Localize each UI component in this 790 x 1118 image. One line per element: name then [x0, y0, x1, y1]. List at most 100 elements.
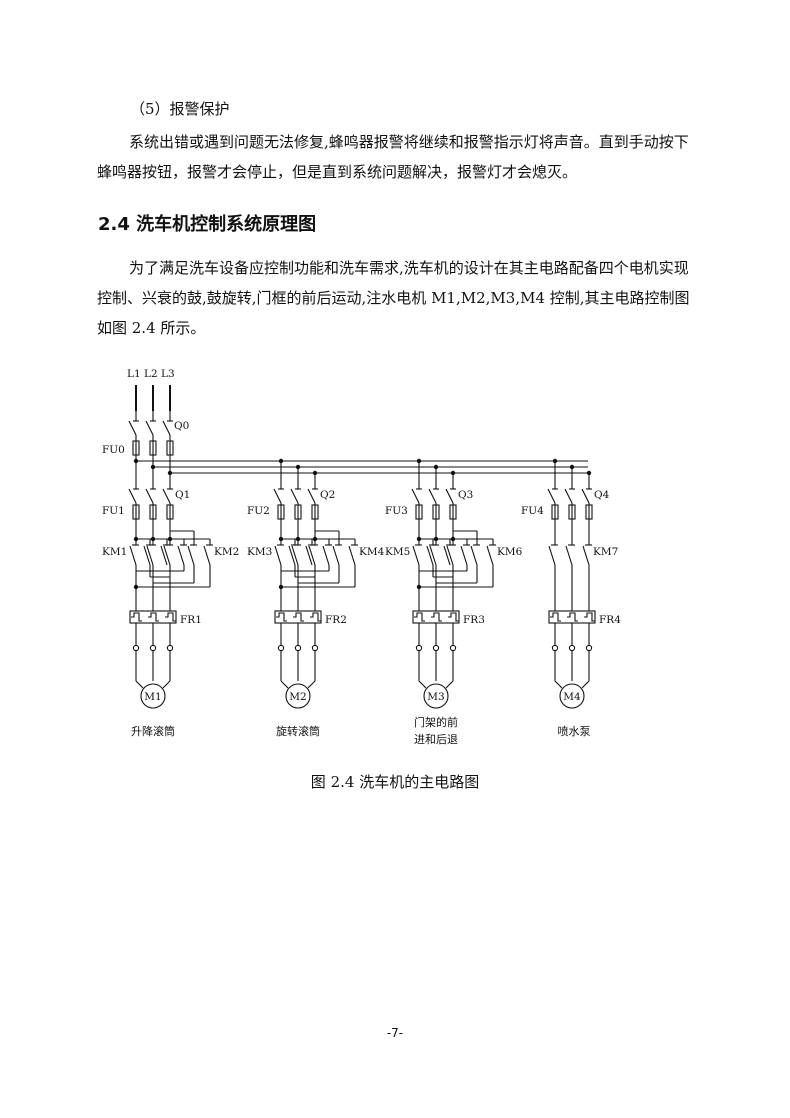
thermal-element: [550, 612, 561, 622]
relay-label-FR1: FR1: [180, 614, 202, 626]
switch-blade: [273, 488, 282, 504]
thermal-element: [431, 612, 442, 622]
switch-blade: [145, 488, 154, 504]
motor-description: 门架的前: [414, 715, 458, 729]
junction-dot: [167, 470, 173, 476]
contactor-label-KM6: KM6: [497, 546, 523, 558]
phase-label-L2: L2: [144, 368, 158, 380]
fuse-label-FU3: FU3: [385, 505, 408, 517]
switch-blade: [290, 488, 299, 504]
contactor-label-KM4: KM4: [359, 546, 385, 558]
fuse-label-FU1: FU1: [102, 505, 125, 517]
thermal-element: [148, 612, 159, 622]
fuse-label-FU4: FU4: [521, 505, 544, 517]
contactor-label-KM5: KM5: [385, 546, 410, 558]
contact-blade: [565, 545, 573, 566]
switch-label-Q2: Q2: [320, 489, 335, 501]
contact-blade: [460, 545, 468, 566]
motor-label-M3: M3: [427, 691, 444, 703]
thermal-element: [310, 612, 321, 622]
junction-dot: [295, 464, 301, 470]
fuse-label-FU2: FU2: [247, 505, 270, 517]
switch-blade: [128, 420, 137, 436]
motor-description: 升降滚筒: [131, 724, 175, 738]
junction-dot: [586, 470, 592, 476]
junction-dot: [150, 464, 156, 470]
thermal-element: [131, 612, 142, 622]
contact-blade: [548, 545, 556, 566]
thermal-element: [276, 612, 287, 622]
terminal: [449, 644, 457, 652]
terminal: [149, 644, 157, 652]
relay-label-FR3: FR3: [463, 614, 485, 626]
contact-blade: [332, 545, 340, 566]
contactor-label-KM1: KM1: [102, 546, 127, 558]
switch-blade: [411, 488, 420, 504]
thermal-element: [567, 612, 578, 622]
motor-description: 进和后退: [414, 733, 458, 746]
phase-label-L1: L1: [127, 368, 141, 380]
paragraph-alarm: 系统出错或遇到问题无法修复,蜂鸣器报警将继续和报警指示灯将声音。直到手动按下蜂鸣…: [97, 133, 689, 181]
terminal: [311, 644, 319, 652]
terminal: [277, 644, 285, 652]
motor-lead: [307, 680, 316, 689]
contact-blade: [163, 545, 171, 566]
switch-blade: [445, 488, 454, 504]
contact-blade: [582, 545, 590, 566]
terminal: [132, 644, 140, 652]
motor-lead: [554, 680, 563, 689]
junction-dot: [278, 458, 284, 464]
terminal: [166, 644, 174, 652]
thermal-element: [293, 612, 304, 622]
main-fuse-label: FU0: [102, 444, 125, 456]
motor-label-M4: M4: [563, 691, 581, 703]
contact-blade: [160, 545, 168, 566]
contact-blade: [426, 545, 434, 566]
contact-blade: [308, 545, 316, 566]
contactor-label-KM3: KM3: [247, 546, 272, 558]
terminal: [415, 644, 423, 652]
contact-blade: [291, 545, 299, 566]
switch-blade: [145, 420, 154, 436]
thermal-element: [414, 612, 425, 622]
switch-blade: [162, 420, 171, 436]
motor-lead: [135, 680, 144, 689]
relay-label-FR4: FR4: [599, 614, 621, 626]
motor-symbol: [285, 683, 311, 709]
subheading-alarm: （5）报警保护: [130, 100, 230, 118]
switch-blade: [428, 488, 437, 504]
motor-label-M1: M1: [144, 691, 161, 703]
motor-symbol: [559, 683, 585, 709]
phase-label-L3: L3: [161, 368, 175, 380]
terminal: [432, 644, 440, 652]
terminal: [585, 644, 593, 652]
terminal: [568, 644, 576, 652]
switch-blade: [564, 488, 573, 504]
motor-lead: [581, 680, 590, 689]
switch-label-Q1: Q1: [175, 489, 190, 501]
motor-description: 喷水泵: [558, 725, 591, 738]
contact-blade: [203, 545, 211, 566]
thermal-element: [584, 612, 595, 622]
junction-dot: [569, 464, 575, 470]
junction-dot: [450, 470, 456, 476]
switch-blade: [547, 488, 556, 504]
page-number: -7-: [386, 1026, 404, 1040]
contact-blade: [177, 545, 185, 566]
contact-blade: [322, 545, 330, 566]
contact-blade: [486, 545, 494, 566]
contactor-label-KM2: KM2: [214, 546, 239, 558]
contact-blade: [412, 545, 420, 566]
contact-blade: [305, 545, 313, 566]
contact-blade: [470, 545, 478, 566]
junction-dot: [416, 458, 422, 464]
thermal-element: [165, 612, 176, 622]
figure-caption: 图 2.4 洗车机的主电路图: [310, 773, 480, 791]
switch-blade: [128, 488, 137, 504]
junction-dot: [312, 470, 318, 476]
